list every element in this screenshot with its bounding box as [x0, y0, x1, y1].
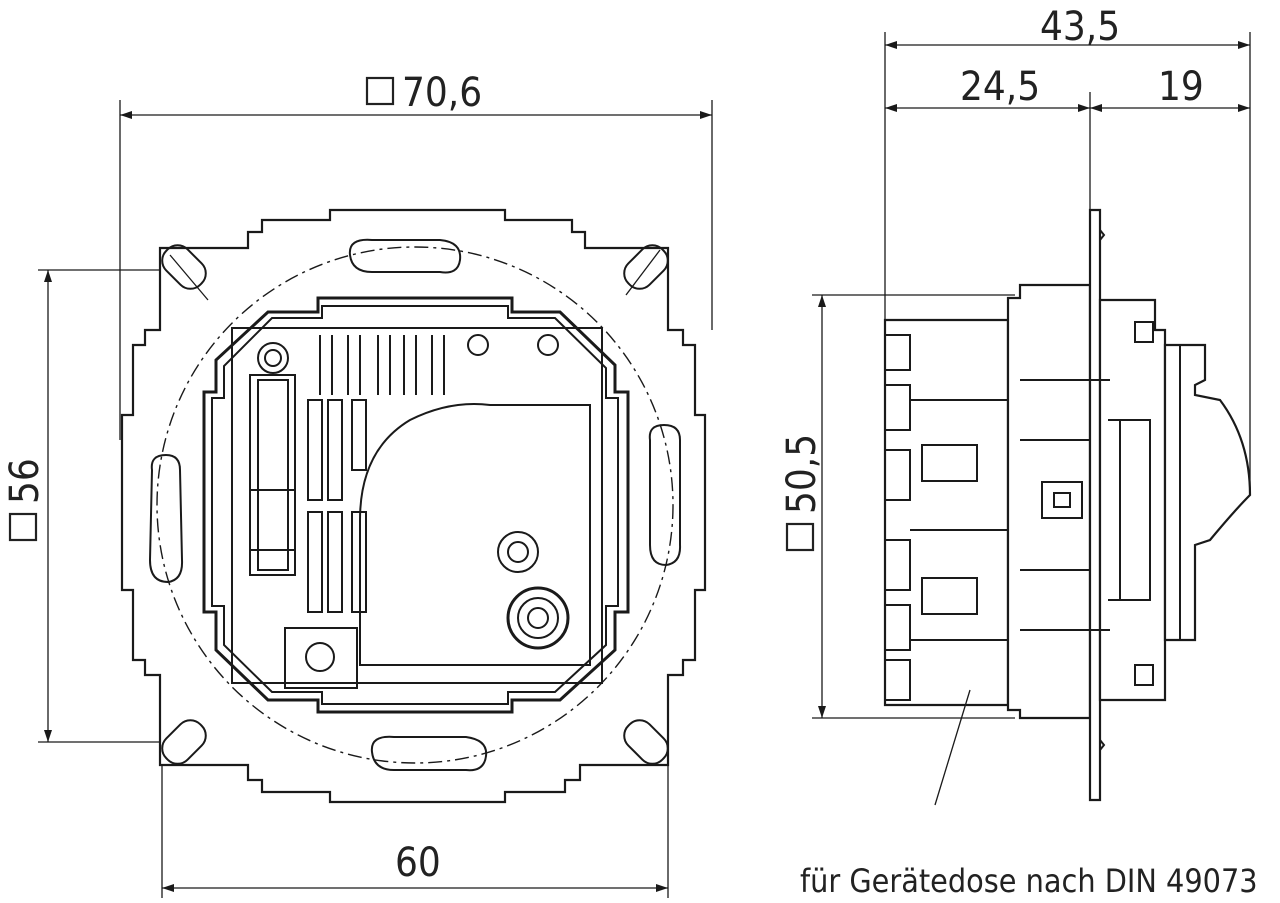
dim-front-width-inner: 60	[395, 840, 441, 886]
dim-side-depth-rear: 19	[1158, 64, 1204, 110]
square-symbol-icon	[8, 512, 38, 542]
control-cover	[359, 403, 591, 666]
dim-front-width-outer: 70,6	[402, 70, 482, 116]
square-symbol-icon	[365, 76, 395, 106]
knob-profile	[1163, 343, 1252, 642]
side-dimensions: 43,5 24,5 19 50,5	[779, 4, 1250, 718]
square-symbol-icon	[785, 522, 815, 552]
mounting-note: für Gerätedose nach DIN 49073	[800, 862, 1258, 900]
dim-side-height: 50,5	[779, 434, 825, 514]
vent-grille	[307, 335, 445, 613]
inner-frame	[202, 296, 630, 714]
dim-front-height: 56	[2, 458, 48, 504]
dim-side-total-depth: 43,5	[1040, 4, 1120, 50]
front-view	[38, 100, 713, 898]
side-view	[812, 32, 1252, 806]
mounting-plate	[120, 208, 707, 804]
dim-side-depth-front: 24,5	[960, 64, 1040, 110]
front-dimensions: 70,6 56 60	[2, 70, 712, 892]
